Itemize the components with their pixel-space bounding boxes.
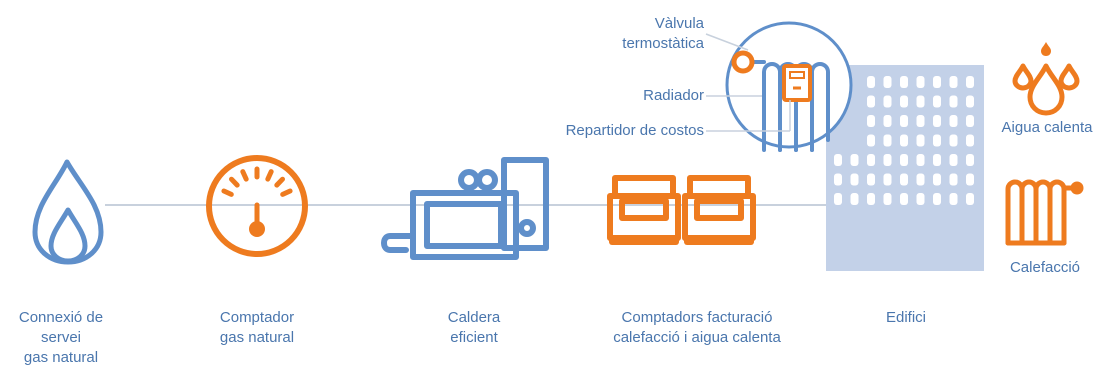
building-window (867, 193, 875, 205)
building-window (916, 115, 925, 127)
building-window (916, 173, 925, 186)
building-window (867, 173, 875, 186)
stage-label-boiler: Caldera eficient (447, 309, 501, 346)
building-window (883, 193, 892, 205)
building-window (867, 95, 875, 108)
building-window (949, 76, 958, 88)
stage-label-billing-meters: Comptadors facturació calefacció i aigua… (613, 309, 781, 346)
building-window (933, 193, 941, 205)
building-window (916, 154, 925, 166)
building-window (916, 134, 925, 147)
heating-radiator-icon (1005, 179, 1084, 246)
building-window (900, 95, 908, 108)
gas-meter-icon (206, 155, 308, 257)
building-window (966, 173, 974, 186)
boiler-icon (381, 157, 549, 260)
building-window (900, 173, 908, 186)
building-window (933, 173, 941, 186)
stage-label-gas-connection: Connexió de servei gas natural (18, 309, 104, 366)
building-window (933, 134, 941, 147)
building-window (834, 173, 842, 186)
building-window (850, 154, 859, 166)
building-window (966, 193, 974, 205)
building-window (916, 76, 925, 88)
building-window (883, 154, 892, 166)
output-hot-water-label: Aigua calenta (1001, 119, 1093, 136)
flame-icon (32, 159, 104, 265)
building-window (933, 154, 941, 166)
callout-radiator: Radiador (643, 87, 704, 104)
building-window (949, 193, 958, 205)
building-window (949, 115, 958, 127)
building-window (883, 173, 892, 186)
building-window (867, 154, 875, 166)
building-window (949, 95, 958, 108)
building-window (966, 95, 974, 108)
building-window (900, 154, 908, 166)
output-heating-label: Calefacció (1009, 259, 1081, 276)
callout-cost-allocator: Repartidor de costos (565, 122, 704, 139)
building-window (883, 115, 892, 127)
building-window (966, 134, 974, 147)
building-window (867, 115, 875, 127)
building-window (883, 76, 892, 88)
building-window (900, 76, 908, 88)
building-window (900, 193, 908, 205)
building-window (966, 154, 974, 166)
building-window (949, 173, 958, 186)
building-window (883, 134, 892, 147)
building-window (949, 154, 958, 166)
building-window (966, 115, 974, 127)
building-window (867, 134, 875, 147)
building-window (916, 193, 925, 205)
building-window (834, 193, 842, 205)
building-window (933, 76, 941, 88)
building-window (933, 115, 941, 127)
building-window (834, 154, 842, 166)
building-window (966, 76, 974, 88)
billing-meters-icon (607, 175, 756, 245)
building-window (900, 134, 908, 147)
building-window (867, 76, 875, 88)
building-icon (826, 65, 984, 271)
building-window (850, 173, 859, 186)
callout-leaders (705, 33, 791, 132)
building-window (850, 193, 859, 205)
water-drops-icon (1012, 63, 1080, 116)
stage-label-gas-meter: Comptador gas natural (219, 309, 295, 346)
building-window (949, 134, 958, 147)
callout-valve: Vàlvula termostàtica (622, 15, 704, 52)
building-window (916, 95, 925, 108)
building-window (933, 95, 941, 108)
radiator-magnifier (725, 21, 853, 152)
building-window (900, 115, 908, 127)
building-window (883, 95, 892, 108)
stage-label-building: Edifici (885, 309, 926, 326)
